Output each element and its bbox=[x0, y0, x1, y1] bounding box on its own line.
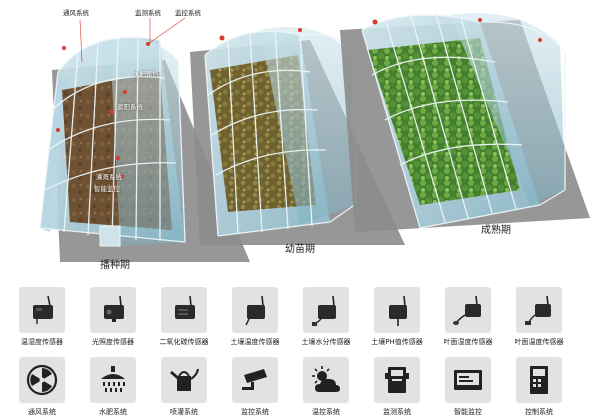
system-label: 监测系统 bbox=[383, 408, 411, 416]
callout-water-fertilizer: 水肥系统 bbox=[133, 70, 159, 78]
sensor-tile-temp-humidity bbox=[19, 287, 65, 333]
shower-icon bbox=[101, 366, 125, 392]
greenhouse-mature bbox=[340, 10, 590, 232]
sensor-tile-soil-ph bbox=[374, 287, 420, 333]
control-box-icon bbox=[530, 366, 548, 394]
system-tile-surveillance bbox=[232, 357, 278, 403]
leaf-humidity-sensor-icon bbox=[453, 295, 481, 325]
system-label: 智能监控 bbox=[454, 408, 482, 416]
greenhouse-illustration bbox=[39, 10, 590, 262]
system-label: 喷灌系统 bbox=[170, 408, 198, 416]
stage-label-mature: 成熟期 bbox=[481, 225, 511, 236]
system-label: 水肥系统 bbox=[99, 408, 127, 416]
system-label: 温控系统 bbox=[312, 408, 340, 416]
system-label: 监控系统 bbox=[241, 408, 269, 416]
fan-icon bbox=[26, 364, 58, 396]
co2-sensor-icon bbox=[175, 295, 195, 319]
sensor-label: 叶面湿度传感器 bbox=[443, 338, 493, 346]
temp-humidity-sensor-icon bbox=[33, 295, 53, 324]
sensor-label: 温湿度传感器 bbox=[21, 338, 63, 346]
sensor-label: 二氧化碳传感器 bbox=[159, 338, 209, 346]
soil-moisture-sensor-icon bbox=[312, 295, 336, 326]
sensor-label: 土壤水分传感器 bbox=[301, 338, 351, 346]
system-tile-monitoring bbox=[374, 357, 420, 403]
system-label: 通风系统 bbox=[28, 408, 56, 416]
sensor-tile-soil-temp bbox=[232, 287, 278, 333]
sensor-label: 光照度传感器 bbox=[92, 338, 134, 346]
system-tile-ventilation bbox=[19, 357, 65, 403]
callout-ventilation: 通风系统 bbox=[63, 9, 89, 17]
cctv-camera-icon bbox=[242, 369, 267, 390]
sensor-tile-co2 bbox=[161, 287, 207, 333]
callout-monitoring: 监测系统 bbox=[135, 9, 161, 17]
system-tile-smart-monitor bbox=[445, 357, 491, 403]
stage-label-seeding: 播种期 bbox=[100, 260, 130, 271]
callout-shading: 遮阳系统 bbox=[117, 103, 143, 111]
sun-cloud-icon bbox=[312, 366, 340, 392]
system-tile-temp-control bbox=[303, 357, 349, 403]
sensor-label: 叶面温度传感器 bbox=[514, 338, 564, 346]
leaf-temp-sensor-icon bbox=[525, 295, 551, 325]
callout-irrigation: 灌溉系统 bbox=[96, 173, 122, 181]
sensor-tile-leaf-temp bbox=[516, 287, 562, 333]
greenhouse-scene: 通风系统 监测系统 监控系统 水肥系统 遮阳系统 灌溉系统 智能监控 播种期 幼… bbox=[39, 9, 590, 271]
system-label: 控制系统 bbox=[525, 408, 553, 416]
sensor-label: 土壤温度传感器 bbox=[230, 338, 280, 346]
soil-ph-sensor-icon bbox=[389, 295, 407, 326]
sensor-tile-leaf-humidity bbox=[445, 287, 491, 333]
callout-control: 监控系统 bbox=[175, 9, 201, 17]
system-tile-control bbox=[516, 357, 562, 403]
system-tile-water-fertilizer bbox=[90, 357, 136, 403]
sensor-tile-light bbox=[90, 287, 136, 333]
soil-temp-sensor-icon bbox=[245, 295, 265, 326]
greenhouse-seedling bbox=[190, 27, 405, 245]
sensor-label: 土壤PH值传感器 bbox=[371, 338, 423, 346]
display-screen-icon bbox=[454, 370, 482, 390]
system-tile-sprinkler bbox=[161, 357, 207, 403]
watering-can-icon bbox=[170, 368, 200, 391]
light-sensor-icon bbox=[104, 295, 124, 322]
stage-label-seedling: 幼苗期 bbox=[285, 244, 315, 255]
sensor-tile-soil-moisture bbox=[303, 287, 349, 333]
monitor-terminal-icon bbox=[385, 367, 409, 393]
callout-smart-monitor: 智能监控 bbox=[94, 185, 120, 193]
